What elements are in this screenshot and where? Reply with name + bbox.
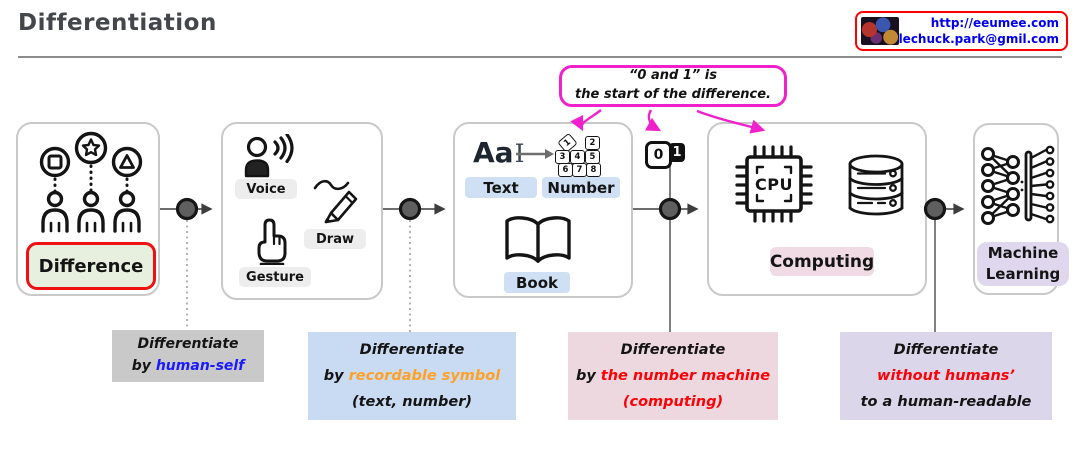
numberpad-icon: 1 2 3 4 5 6 7 8 bbox=[555, 132, 602, 177]
computing-label: Computing bbox=[770, 247, 874, 276]
callout-line1: “0 and 1” is bbox=[629, 68, 717, 84]
ml-label-line1: Machine bbox=[987, 244, 1059, 262]
note-without-humans: Differentiate without humans’ to a human… bbox=[840, 332, 1052, 420]
numpad-key: 5 bbox=[585, 150, 600, 164]
connector-dot-2 bbox=[398, 197, 422, 221]
author-avatar bbox=[861, 17, 899, 45]
note-line: Differentiate bbox=[893, 341, 999, 358]
connector-dot-4 bbox=[923, 197, 947, 221]
note-line: Differentiate bbox=[359, 341, 465, 358]
text-to-number-arrow bbox=[516, 149, 554, 159]
book-icon bbox=[505, 216, 571, 263]
note-line: Differentiate bbox=[137, 336, 239, 353]
title-divider bbox=[18, 56, 1062, 58]
numpad-key: 8 bbox=[586, 163, 601, 177]
binary-01-icon: 0 1 bbox=[645, 141, 687, 169]
voice-icon bbox=[244, 134, 294, 178]
connector-dot-3 bbox=[658, 197, 682, 221]
numpad-key: 3 bbox=[555, 150, 570, 164]
draw-icon bbox=[313, 179, 358, 224]
stage-symbol-box: AaI 1 2 3 4 5 6 7 8 Text Number Book bbox=[453, 122, 633, 298]
number-label: Number bbox=[542, 177, 620, 198]
connector-dot-1 bbox=[175, 197, 199, 221]
page-title: Differentiation bbox=[18, 10, 217, 36]
neural-network-icon bbox=[981, 145, 1055, 225]
author-badge: http://eeumee.com lechuck.park@gmil.com bbox=[855, 11, 1068, 51]
numpad-key: 6 bbox=[558, 163, 573, 177]
machine-learning-label: Machine Learning bbox=[977, 242, 1069, 286]
stage-difference-box: Difference bbox=[16, 122, 160, 296]
callout-arrow-middle bbox=[645, 109, 662, 132]
email-link[interactable]: lechuck.park@gmil.com bbox=[898, 32, 1059, 46]
author-contact: http://eeumee.com lechuck.park@gmil.com bbox=[899, 15, 1066, 47]
binary-zero: 0 bbox=[645, 141, 672, 169]
gesture-label: Gesture bbox=[239, 267, 311, 287]
gesture-icon bbox=[257, 218, 287, 265]
numpad-key: 2 bbox=[585, 136, 600, 150]
stage-ml-box: Machine Learning bbox=[973, 123, 1069, 295]
website-link[interactable]: http://eeumee.com bbox=[930, 15, 1059, 30]
note-line: (text, number) bbox=[352, 394, 472, 411]
stage-expression-box: Voice Draw Gesture bbox=[221, 122, 383, 300]
difference-label: Difference bbox=[26, 242, 156, 290]
people-perception-icon bbox=[39, 131, 143, 233]
binary-one: 1 bbox=[669, 143, 685, 162]
callout-line2: the start of the difference. bbox=[575, 87, 771, 102]
note-line: (computing) bbox=[622, 394, 724, 411]
draw-label: Draw bbox=[304, 229, 366, 249]
numpad-key: 7 bbox=[572, 163, 587, 177]
stage-computing-box: CPU Computing bbox=[707, 122, 927, 296]
numpad-key: 4 bbox=[570, 150, 585, 164]
database-icon bbox=[848, 154, 904, 216]
callout-bubble: “0 and 1” is the start of the difference… bbox=[559, 65, 787, 107]
note-line: without humans’ bbox=[877, 367, 1015, 384]
note-line: Differentiate bbox=[620, 341, 726, 358]
text-label: Text bbox=[465, 177, 537, 198]
voice-label: Voice bbox=[235, 179, 297, 199]
cpu-label: CPU bbox=[755, 174, 793, 194]
book-label: Book bbox=[504, 272, 570, 293]
ml-label-line2: Learning bbox=[985, 265, 1061, 283]
cpu-icon: CPU bbox=[735, 143, 813, 225]
note-line: to a human-readable bbox=[860, 394, 1032, 411]
